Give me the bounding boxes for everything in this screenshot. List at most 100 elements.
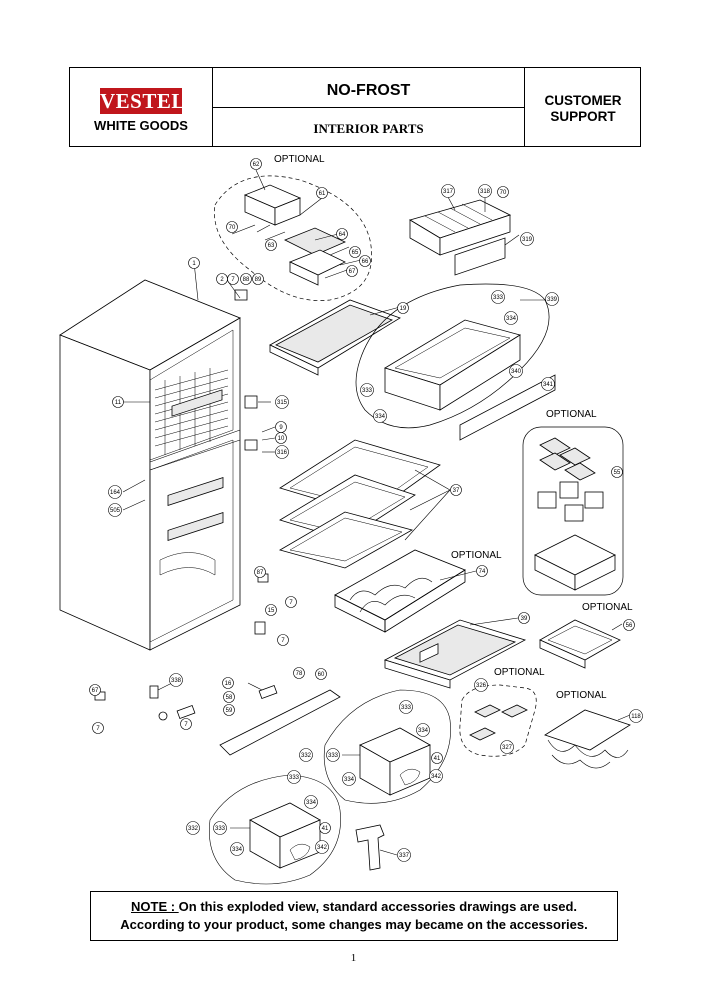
optional-label: OPTIONAL [556, 690, 607, 701]
note-line1: NOTE : On this exploded view, standard a… [91, 898, 617, 916]
part-callout-70: 70 [226, 221, 238, 233]
part-callout-55: 55 [611, 466, 623, 478]
callout-number: 341 [543, 382, 554, 388]
part-callout-87: 87 [254, 566, 266, 578]
part-callout-64: 64 [336, 228, 348, 240]
callout-circle [541, 377, 555, 391]
freezer-drawer-outline [355, 283, 550, 429]
support-line1: CUSTOMER [544, 93, 622, 108]
part-callout-7: 7 [180, 718, 192, 730]
callout-circle [285, 596, 297, 608]
callout-circle [629, 709, 643, 723]
part-callout-164: 164 [108, 485, 122, 499]
callout-circle [474, 678, 488, 692]
callout-circle [611, 466, 623, 478]
part-callout-337: 337 [397, 848, 411, 862]
callout-circle [500, 740, 514, 754]
callout-number: 64 [339, 232, 346, 238]
callout-number: 37 [453, 488, 460, 494]
callout-number: 1 [192, 261, 196, 267]
callout-circle [240, 273, 252, 285]
part-callout-58: 58 [223, 691, 235, 703]
callout-circle [518, 612, 530, 624]
part-callout-334: 334 [504, 311, 518, 325]
callout-circle [299, 748, 313, 762]
part-callout-10: 10 [275, 432, 287, 444]
part-callout-334: 334 [230, 842, 244, 856]
part-callout-74: 74 [476, 565, 488, 577]
callout-number: 60 [318, 672, 325, 678]
callout-circle [399, 700, 413, 714]
part-callout-63: 63 [265, 239, 277, 251]
callout-circle [450, 484, 462, 496]
callout-number: 70 [229, 225, 236, 231]
callout-number: 88 [243, 277, 250, 283]
callout-circle [397, 302, 409, 314]
part-callout-339: 339 [545, 292, 559, 306]
optional-tray-56 [539, 619, 621, 669]
callout-number: 340 [511, 369, 522, 375]
page-subtitle: INTERIOR PARTS [313, 121, 424, 136]
part-callout-56: 56 [623, 619, 635, 631]
callout-circle [441, 184, 455, 198]
callout-circle [326, 748, 340, 762]
callout-circle [359, 255, 371, 267]
freezer-drawer [384, 319, 521, 411]
callout-circle [250, 158, 262, 170]
part-callout-333: 333 [491, 290, 505, 304]
callout-number: 118 [631, 714, 641, 720]
callout-number: 333 [493, 295, 504, 301]
part-callout-342: 342 [315, 840, 329, 854]
callout-circle [108, 485, 122, 499]
icemaker-parts [243, 184, 346, 286]
callout-number: 342 [431, 774, 442, 780]
part-callout-505: 505 [108, 503, 122, 517]
callout-circle [520, 232, 534, 246]
optional-326-outline [459, 684, 537, 757]
part-callout-67: 67 [89, 684, 101, 696]
part-callout-88: 88 [240, 273, 252, 285]
callout-circle [342, 772, 356, 786]
callout-number: 332 [301, 753, 312, 759]
part-callout-9: 9 [275, 421, 287, 433]
callout-number: 15 [268, 608, 275, 614]
part-callout-7: 7 [277, 634, 289, 646]
callout-number: 11 [115, 400, 122, 406]
callout-number: 7 [281, 638, 285, 644]
callout-circle [226, 221, 238, 233]
optional-label: OPTIONAL [582, 602, 633, 613]
callout-circle [222, 677, 234, 689]
fridge-cabinet [59, 279, 241, 651]
part-callout-333: 333 [287, 770, 301, 784]
part-callout-67: 67 [346, 265, 358, 277]
callout-number: 7 [184, 722, 188, 728]
part-callout-334: 334 [342, 772, 356, 786]
callout-number: 164 [110, 490, 121, 496]
callout-circle [346, 265, 358, 277]
callout-number: 89 [255, 277, 262, 283]
callout-circle [265, 239, 277, 251]
callout-circle [491, 290, 505, 304]
callout-circle [315, 668, 327, 680]
callout-number: 337 [399, 853, 410, 859]
callout-number: 56 [626, 623, 633, 629]
callout-number: 7 [231, 277, 235, 283]
part-callout-2: 2 [216, 273, 228, 285]
callout-circle [431, 752, 443, 764]
callout-number: 55 [614, 470, 621, 476]
callout-number: 7 [96, 726, 100, 732]
callout-number: 338 [171, 678, 182, 684]
part-callout-341: 341 [541, 377, 555, 391]
optional-label: OPTIONAL [274, 154, 325, 165]
callout-circle [275, 395, 289, 409]
callout-number: 7 [289, 600, 293, 606]
callout-number: 41 [322, 826, 329, 832]
callout-circle [476, 565, 488, 577]
part-callout-60: 60 [315, 668, 327, 680]
callout-circle [213, 821, 227, 835]
part-callout-7: 7 [92, 722, 104, 734]
callout-number: 87 [257, 570, 264, 576]
note-text1: On this exploded view, standard accessor… [178, 899, 577, 914]
part-callout-333: 333 [399, 700, 413, 714]
glass-shelves [278, 439, 441, 569]
